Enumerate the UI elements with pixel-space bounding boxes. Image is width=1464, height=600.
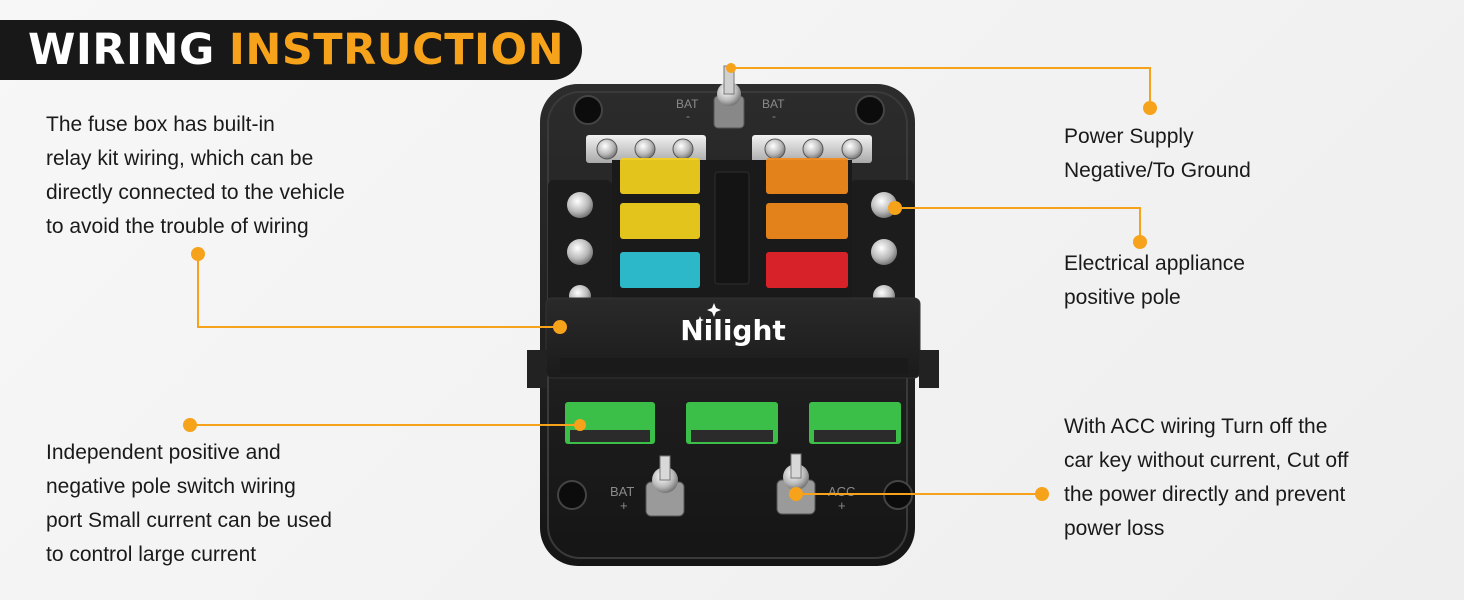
callout-line: relay kit wiring, which can be xyxy=(46,147,314,170)
callout-line: port Small current can be used xyxy=(46,509,332,532)
callout-line: to control large current xyxy=(46,543,257,566)
brand-logo: Nilight xyxy=(680,314,786,347)
title-word-wiring: WIRING xyxy=(28,25,215,75)
callout-line: negative pole switch wiring xyxy=(46,475,296,498)
callout-line: to avoid the trouble of wiring xyxy=(46,215,309,238)
callout-line: Independent positive and xyxy=(46,441,281,464)
callout-power-supply: Power Supply Negative/To Ground xyxy=(1064,120,1251,188)
title-word-instruction: INSTRUCTION xyxy=(228,25,565,75)
side-screws-left xyxy=(548,180,612,310)
terminal-label-bottom-left: BAT xyxy=(610,484,634,499)
fuses-right xyxy=(766,158,848,288)
callout-switch-port: Independent positive and negative pole s… xyxy=(46,436,332,572)
callout-line: the power directly and prevent xyxy=(1064,483,1346,506)
terminal-sign-bottom-right: + xyxy=(838,498,846,513)
terminal-sign-top-right: - xyxy=(772,109,776,123)
positive-stud-bat xyxy=(645,455,685,517)
callout-line: positive pole xyxy=(1064,286,1181,309)
sparkle-icon xyxy=(696,303,721,324)
callout-line: directly connected to the vehicle xyxy=(46,181,345,204)
terminal-sign-bottom-left: + xyxy=(620,498,628,513)
terminal-label-top-right: BAT xyxy=(762,97,785,111)
callout-line: power loss xyxy=(1064,517,1165,540)
leader-lines xyxy=(190,67,1151,495)
callout-line: Power Supply xyxy=(1064,125,1194,148)
fuses-left xyxy=(620,158,700,288)
callout-relay-kit: The fuse box has built-in relay kit wiri… xyxy=(46,108,345,244)
callout-acc-wiring: With ACC wiring Turn off the car key wit… xyxy=(1064,410,1348,546)
callout-line: car key without current, Cut off xyxy=(1064,449,1349,472)
callout-line: The fuse box has built-in xyxy=(46,113,275,136)
callout-electrical-appliance: Electrical appliance positive pole xyxy=(1064,247,1245,315)
negative-stud xyxy=(713,65,745,129)
side-screws-right xyxy=(850,180,914,310)
leader-dots xyxy=(183,63,1157,501)
callout-line: With ACC wiring Turn off the xyxy=(1064,415,1328,438)
callout-line: Negative/To Ground xyxy=(1064,159,1251,182)
terminal-label-top-left: BAT xyxy=(676,97,699,111)
terminal-label-bottom-right: ACC xyxy=(828,484,855,499)
callout-line: Electrical appliance xyxy=(1064,252,1245,275)
title-banner: WIRING INSTRUCTION xyxy=(0,20,582,80)
terminal-sign-top-left: - xyxy=(686,109,690,123)
